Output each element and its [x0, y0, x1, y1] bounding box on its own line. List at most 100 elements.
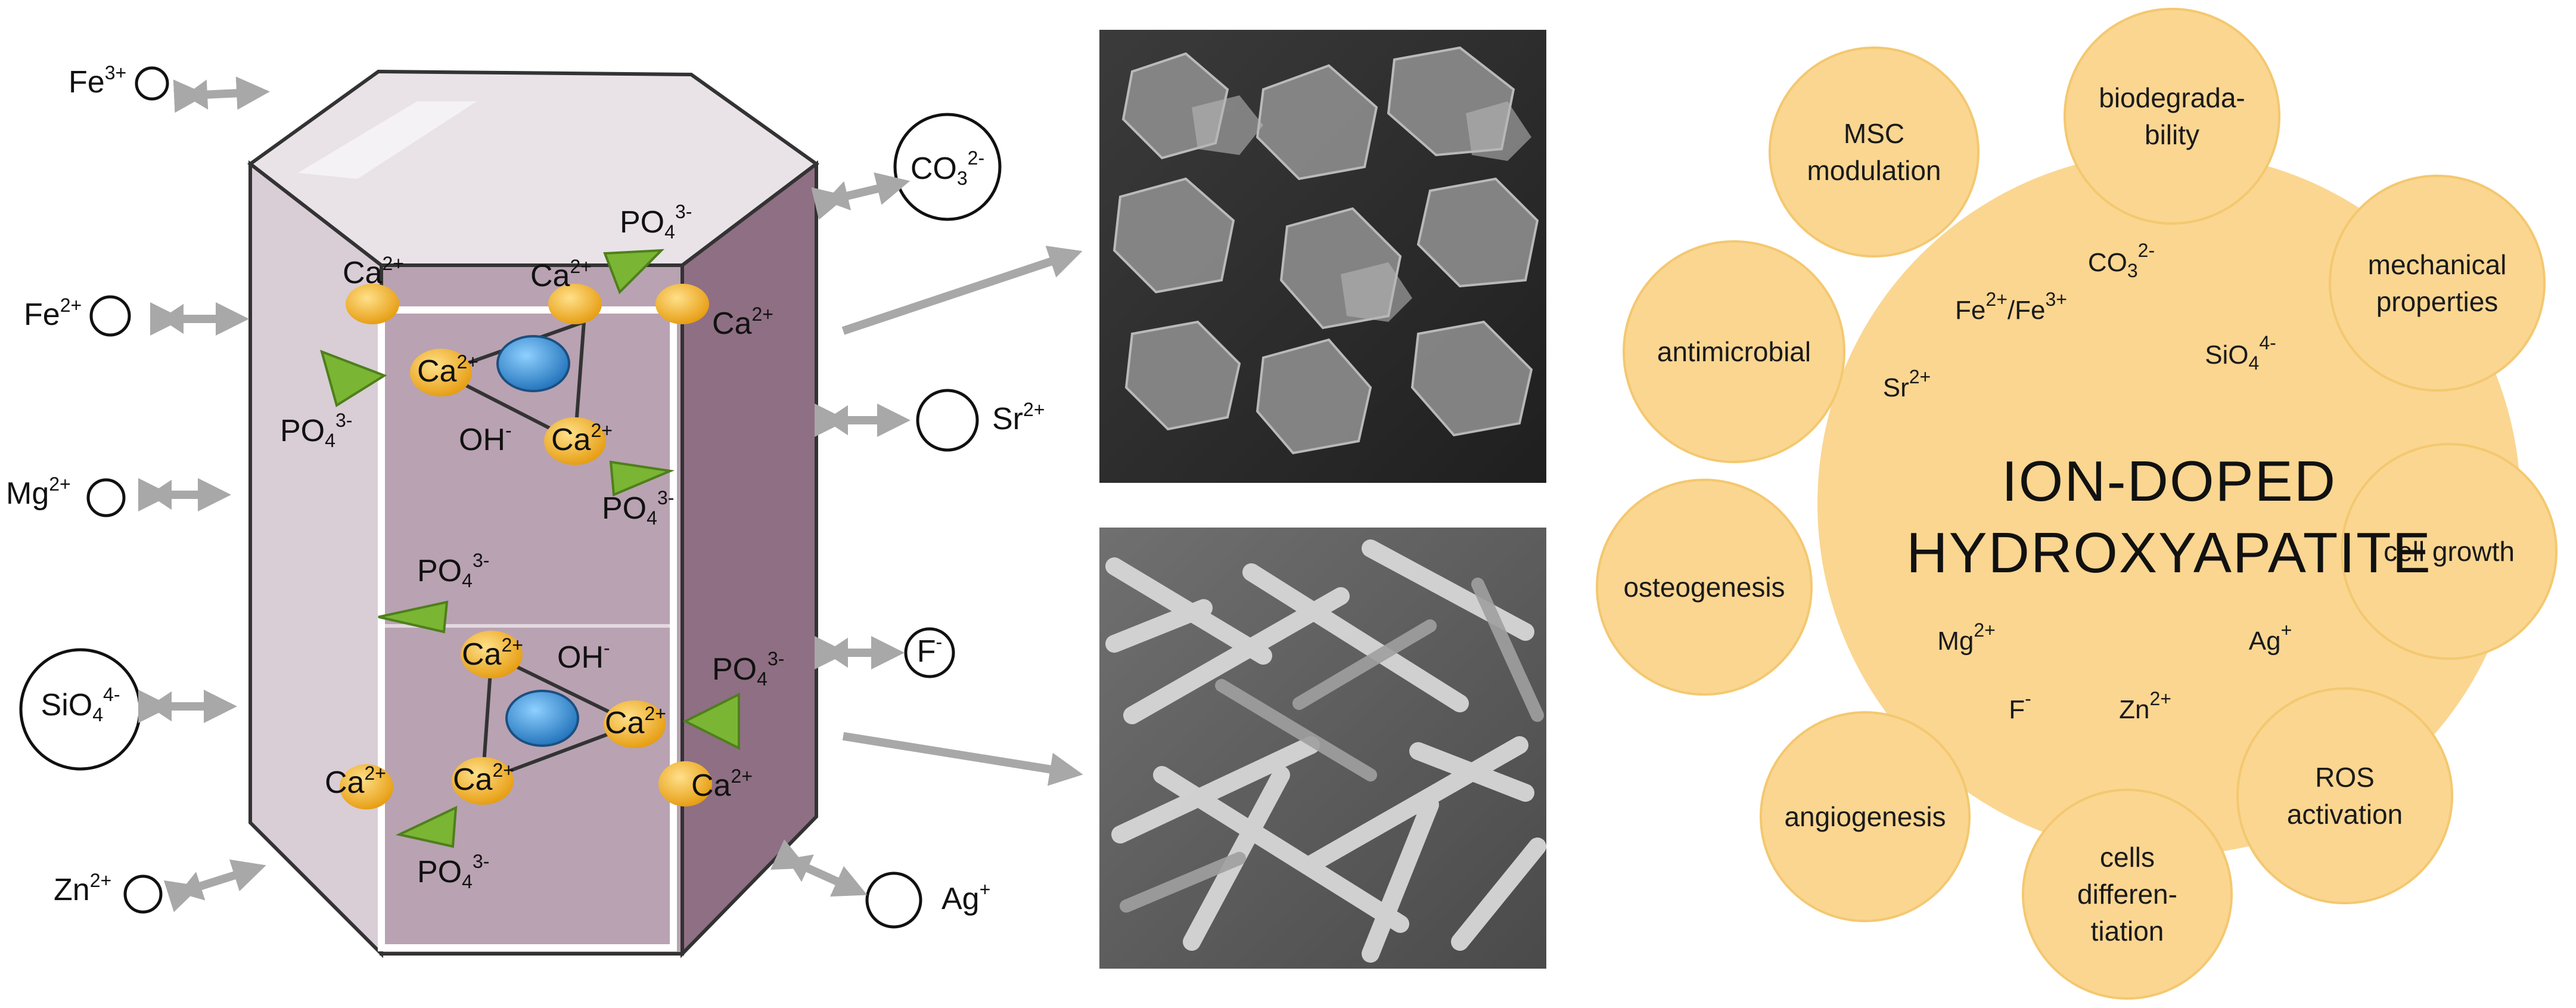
ca-ion: [340, 764, 393, 809]
po4-ion: [395, 805, 458, 848]
center-ion-label: Zn2+: [2119, 688, 2171, 724]
center-ion-label: Ag+: [2249, 619, 2292, 656]
dopant-ion-fe2: Fe2+: [24, 294, 249, 337]
bubble-label: MSC: [1844, 118, 1904, 149]
central-ion-list: CO32-Fe2+/Fe3+SiO44-Sr2+Mg2+Ag+F-Zn2+: [1883, 240, 2292, 724]
ion-label: Sr2+: [992, 399, 1045, 436]
property-bubble-ros-activation: ROS activation: [2236, 687, 2453, 904]
hexagonal-crystal: [247, 69, 820, 959]
po4-ion: [320, 349, 387, 408]
ion-circle-icon: [123, 874, 163, 914]
po4-ion: [609, 460, 675, 497]
bubble-label: tiation: [2091, 916, 2164, 947]
ca-label: Ca2+: [691, 765, 753, 803]
dopant-ion-f: F-: [815, 627, 955, 678]
bubble-label: biodegrada-: [2099, 82, 2245, 113]
ca-label: Ca2+: [343, 253, 404, 290]
dopant-ion-mg2: Mg2+: [6, 473, 231, 517]
center-ion-label: Sr2+: [1883, 366, 1931, 402]
oh-label: OH-: [459, 420, 512, 457]
center-ion-label: SiO44-: [2205, 332, 2276, 374]
ion-label: CO32-: [911, 147, 984, 189]
hydroxide-ions: [496, 335, 579, 747]
ca-label: Ca2+: [417, 351, 478, 389]
po4-label: PO43-: [280, 410, 352, 451]
double-headed-arrow-icon: [811, 172, 911, 220]
ca-ion: [452, 757, 514, 805]
sem-image-rod-crystals: [1099, 528, 1546, 969]
ion-circle-icon: [893, 113, 1002, 221]
bubble-label: antimicrobial: [1657, 336, 1811, 367]
double-headed-arrow-icon: [815, 404, 911, 437]
bubble-label: modulation: [1807, 155, 1941, 186]
ca-label: Ca2+: [325, 762, 386, 800]
property-bubbles: MSCmodulationbiodegrada-bilitymechanical…: [1596, 8, 2558, 1000]
center-ion-label: F-: [2009, 688, 2031, 724]
oh-ion: [505, 690, 579, 747]
ion-label: F-: [917, 631, 942, 669]
crystal-right-face: [680, 160, 818, 959]
dopant-ion-ag: Ag+: [770, 839, 990, 929]
ion-label: Fe2+: [24, 294, 82, 332]
right-arrow-icon: [841, 246, 1083, 786]
ion-circle-icon: [86, 478, 126, 517]
bubble-label: ROS: [2315, 762, 2375, 793]
ca-label: Ca2+: [453, 759, 514, 797]
left-dopant-ions: Fe3+ Fe2+ Mg2+ SiO44- Zn2+: [6, 62, 270, 914]
center-ion-label: Fe2+/Fe3+: [1955, 289, 2067, 325]
bubble-label: bility: [2145, 119, 2199, 150]
double-headed-arrow-icon: [138, 690, 237, 723]
property-bubble-mechanical-properties: mechanical properties: [2329, 175, 2546, 392]
double-headed-arrow-icon: [173, 76, 270, 113]
po4-label: PO43-: [417, 550, 489, 591]
po4-label: PO43-: [417, 851, 489, 892]
sem-image-hexagonal-platelets: [1099, 30, 1546, 483]
center-ion-label: Mg2+: [1937, 619, 1996, 656]
property-bubble-msc-modulation: MSC modulation: [1769, 46, 1980, 258]
ion-label: Fe3+: [69, 62, 126, 100]
ca-ion: [658, 761, 712, 807]
ca-ion: [461, 631, 523, 678]
ion-circle-icon: [89, 295, 131, 337]
oh-label: OH-: [557, 637, 610, 675]
double-headed-arrow-icon: [163, 859, 266, 913]
bubble-label: angiogenesis: [1784, 801, 1946, 832]
ca-label: Ca2+: [551, 420, 613, 457]
calcium-ions: [340, 284, 712, 809]
double-headed-arrow-icon: [815, 636, 905, 669]
ca-ion: [655, 284, 709, 324]
dopant-ion-zn2: Zn2+: [54, 859, 266, 914]
crystal-labels: Ca2+ Ca2+ Ca2+ Ca2+ Ca2+ Ca2+ Ca2+ Ca2+ Ca2+ Ca2+…: [280, 201, 784, 892]
dopant-ion-sr2: Sr2+: [815, 389, 1045, 452]
ca-label: Ca2+: [530, 256, 592, 293]
po4-ion: [603, 249, 665, 294]
bubble-label: cell growth: [2384, 536, 2515, 567]
dopant-ion-co2: CO32-: [811, 113, 1002, 221]
property-bubble-antimicrobial: antimicrobial: [1623, 240, 1845, 463]
ca-label: Ca2+: [605, 703, 666, 740]
ion-label: Zn2+: [54, 870, 111, 907]
po4-label: PO43-: [602, 487, 674, 529]
bubble-label: differen-: [2077, 879, 2177, 910]
ion-label: Ag+: [941, 879, 990, 916]
bubble-label: mechanical: [2368, 249, 2507, 280]
ion-label: SiO44-: [41, 684, 120, 725]
dopant-ion-fe3: Fe3+: [69, 62, 270, 113]
property-bubble-cell-growth: cell growth: [2341, 443, 2558, 660]
bubble-label: activation: [2287, 799, 2403, 830]
po4-label: PO43-: [620, 201, 692, 243]
property-bubble-biodegrada-bility: biodegrada-bility: [2064, 8, 2280, 225]
ion-circle-icon: [904, 627, 955, 678]
po4-ion: [682, 692, 740, 750]
ion-label: Mg2+: [6, 473, 71, 511]
ca-label: Ca2+: [462, 634, 523, 672]
title-line-2: HYDROXYAPATITE: [1906, 521, 2431, 585]
title-line-1: ION-DOPED: [2002, 449, 2336, 513]
bubble-label: osteogenesis: [1623, 572, 1785, 603]
ca-ion: [544, 417, 606, 465]
bubble-label: properties: [2376, 286, 2499, 317]
ca-ion: [604, 700, 666, 748]
ca-label: Ca2+: [712, 303, 773, 341]
